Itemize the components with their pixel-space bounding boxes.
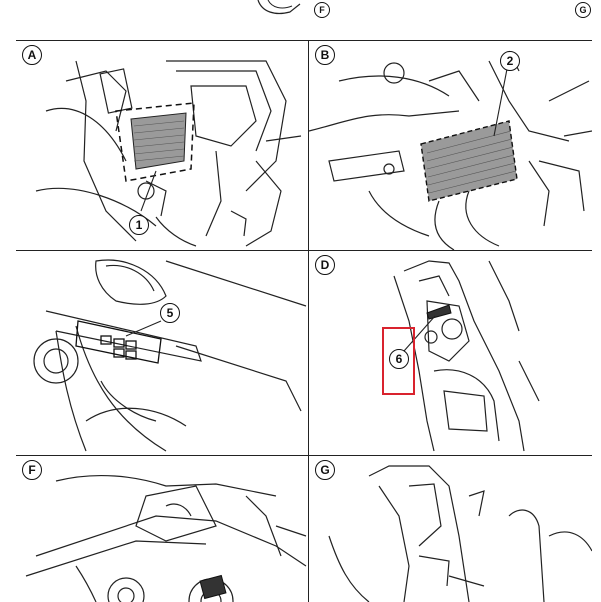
panel-f-illustration [25,474,307,602]
panel-d: D 6 [309,251,592,455]
grid-line-top [16,40,592,41]
panel-a: A [16,41,308,250]
top-fragment-drawing [257,0,301,15]
panel-a-illustration [35,60,302,247]
panel-d-callout-6: 6 [389,349,409,369]
panel-b-illustration [309,50,592,250]
grid-line-row2 [16,455,592,456]
panel-c: 5 [16,251,308,455]
panel-a-letter: A [22,45,42,65]
panel-f-letter: F [22,460,42,480]
panel-g-letter: G [315,460,335,480]
top-callout-g: G [575,2,591,18]
panel-f: F [16,456,308,602]
panel-g-illustration [328,465,592,602]
panel-d-letter: D [315,255,335,275]
panel-b-callout-2: 2 [500,51,520,71]
panel-c-illustration [33,259,307,452]
top-cropped-fragment: F G [0,0,601,30]
panel-b: B [309,41,592,250]
panel-a-callout-1: 1 [129,215,149,235]
grid-line-row1 [16,250,592,251]
panel-d-illustration [393,260,540,452]
panel-b-letter: B [315,45,335,65]
panel-g: G [309,456,592,602]
grid-line-center [308,40,309,602]
panel-c-callout-5: 5 [160,303,180,323]
top-callout-f: F [314,2,330,18]
highlight-box [382,327,415,395]
